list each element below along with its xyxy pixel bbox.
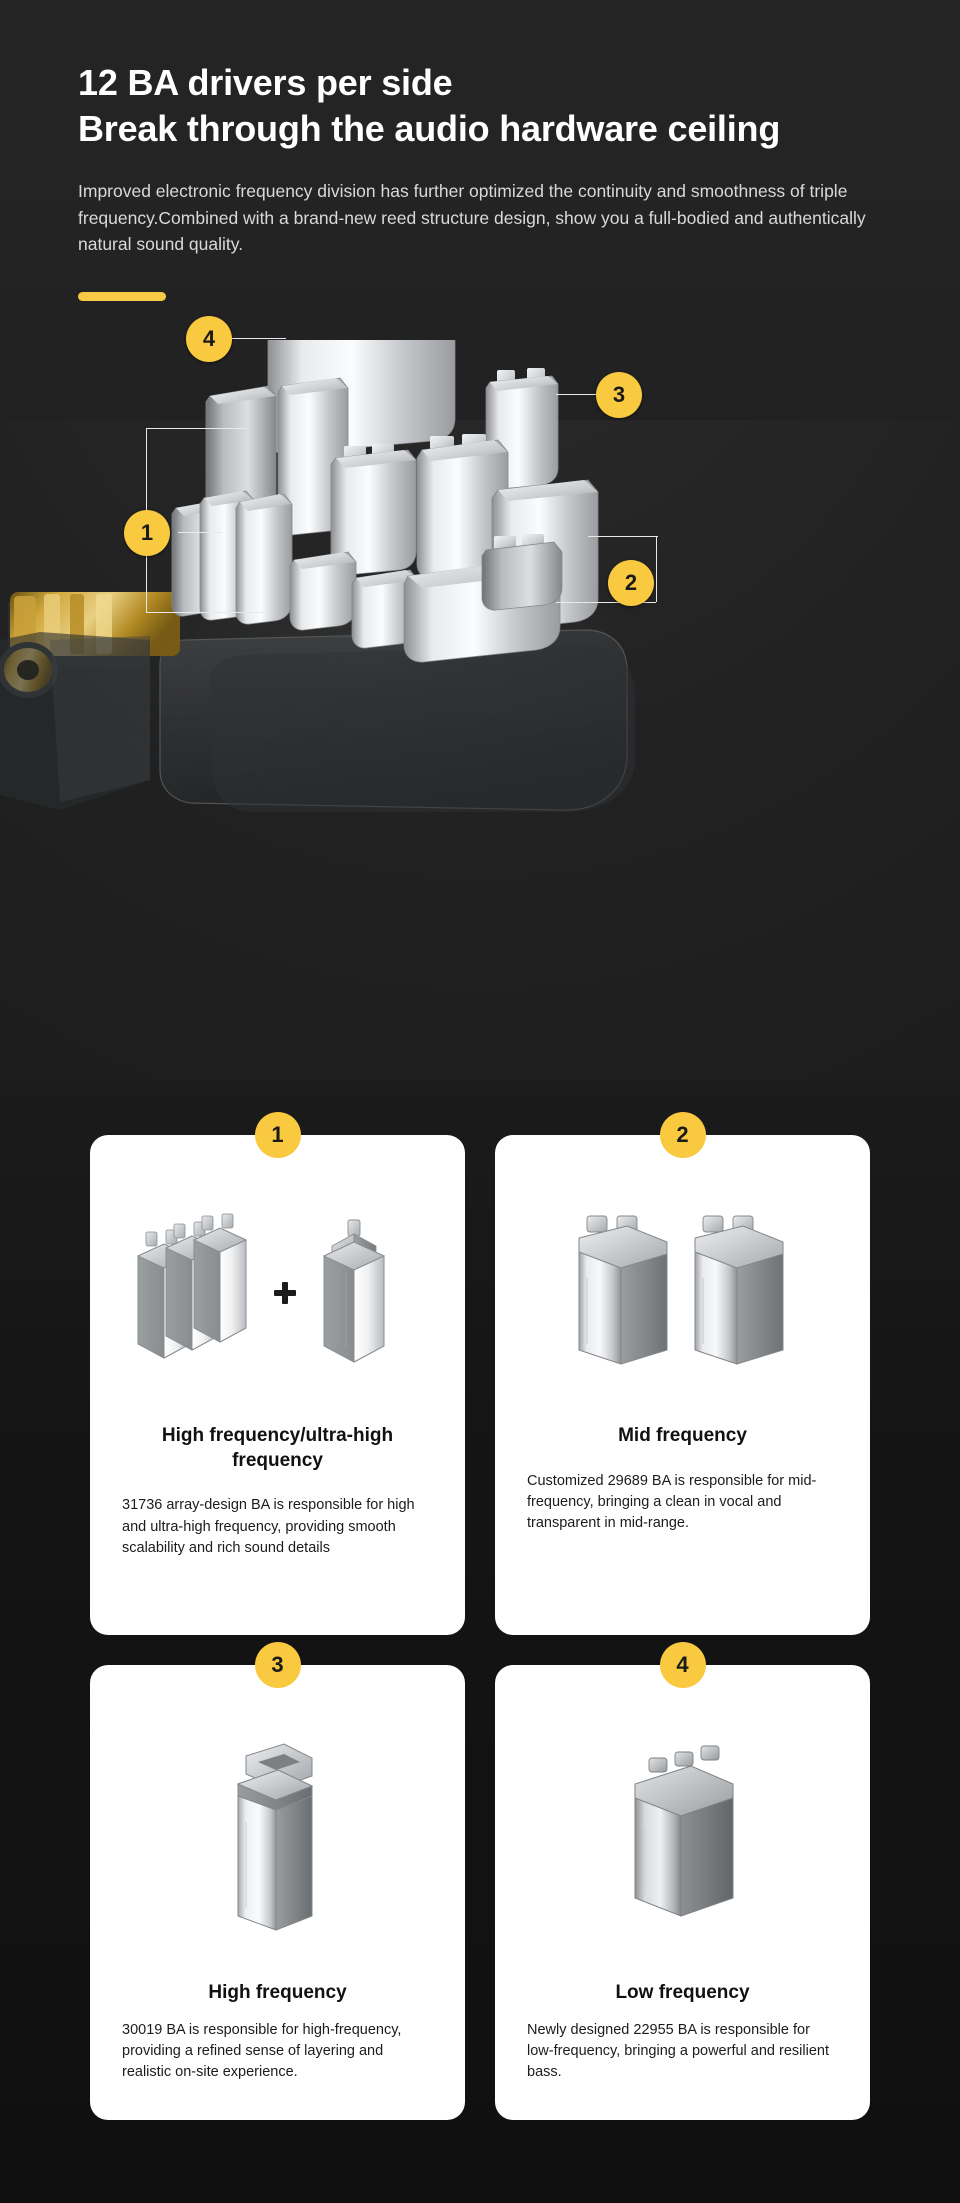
card-badge-2: 2 (659, 1112, 706, 1158)
card-badge-3: 3 (254, 1642, 301, 1688)
card-3-title: High frequency (208, 1982, 347, 2003)
driver-unit-mid-b (416, 434, 509, 580)
card-1-illustration (116, 1185, 439, 1400)
ba-array-plus-single-icon (136, 1213, 385, 1363)
page-title-line-2: Break through the audio hardware ceiling (78, 108, 781, 150)
card-4-illustration (521, 1715, 844, 1965)
high-frequency-driver-icon (236, 1743, 313, 1931)
feature-card-2[interactable]: 2 (495, 1112, 870, 1635)
card-4-description: Newly designed 22955 BA is responsible f… (527, 2021, 829, 2080)
driver-unit-1-array (171, 490, 293, 625)
feature-card-4[interactable]: 4 (495, 1642, 870, 2120)
card-2-description: Customized 29689 BA is responsible for m… (527, 1472, 817, 1531)
card-2-title: Mid frequency (618, 1425, 747, 1446)
hero-illustration: 4 3 1 2 (0, 316, 960, 1140)
page-header: 12 BA drivers per side Break through the… (78, 60, 898, 301)
card-3-illustration (116, 1715, 439, 1965)
mid-frequency-pair-icon (578, 1215, 783, 1365)
card-badge-4: 4 (659, 1642, 706, 1688)
card-row-top: 1 (0, 1112, 960, 1635)
card-4-title: Low frequency (615, 1982, 750, 2003)
leader-line-2-horizontal (588, 536, 658, 537)
driver-unit-right-small (481, 534, 563, 611)
leader-line-1-to-badge (178, 532, 222, 533)
card-badge-1: 1 (254, 1112, 301, 1158)
hero-callout-badge-4[interactable]: 4 (186, 316, 232, 362)
balanced-armature-stack (171, 340, 599, 663)
page-title-line-1: 12 BA drivers per side (78, 62, 453, 103)
background-top-panel (0, 0, 960, 420)
card-3-description: 30019 BA is responsible for high-frequen… (122, 2021, 402, 2080)
hero-callout-badge-2[interactable]: 2 (608, 560, 654, 606)
leader-line-4 (228, 338, 286, 339)
hero-callout-badge-1[interactable]: 1 (124, 510, 170, 556)
mid-driver-left (578, 1215, 667, 1365)
leader-line-1-bottom (146, 612, 266, 613)
hero-callout-badge-3[interactable]: 3 (596, 372, 642, 418)
card-1-description: 31736 array-design BA is responsible for… (122, 1497, 415, 1556)
feature-card-3[interactable]: 3 (90, 1642, 465, 2120)
leader-line-2-vertical (656, 536, 657, 602)
leader-line-2-lower (556, 602, 656, 603)
card-2-illustration (521, 1185, 844, 1400)
leader-line-3 (556, 394, 624, 395)
page-subtitle: Improved electronic frequency division h… (78, 181, 866, 255)
driver-unit-mid-a (330, 444, 417, 576)
shell-front-face (0, 632, 150, 810)
driver-unit-front-a (289, 551, 357, 631)
array-driver-group (136, 1213, 247, 1359)
feature-card-1[interactable]: 1 (90, 1112, 465, 1635)
single-driver-with-nozzle (322, 1219, 385, 1363)
accent-bar (78, 291, 166, 301)
feature-card-grid: 1 (0, 1112, 960, 2120)
low-frequency-driver-icon (634, 1745, 733, 1917)
hero-driver-array-graphic (0, 340, 635, 812)
plus-icon (273, 1281, 296, 1304)
card-row-bottom: 3 (0, 1642, 960, 2120)
mid-driver-right (694, 1215, 783, 1365)
card-1-title: High frequency/ultra-high frequency (161, 1425, 394, 1471)
leader-line-1-horizontal (146, 428, 246, 429)
